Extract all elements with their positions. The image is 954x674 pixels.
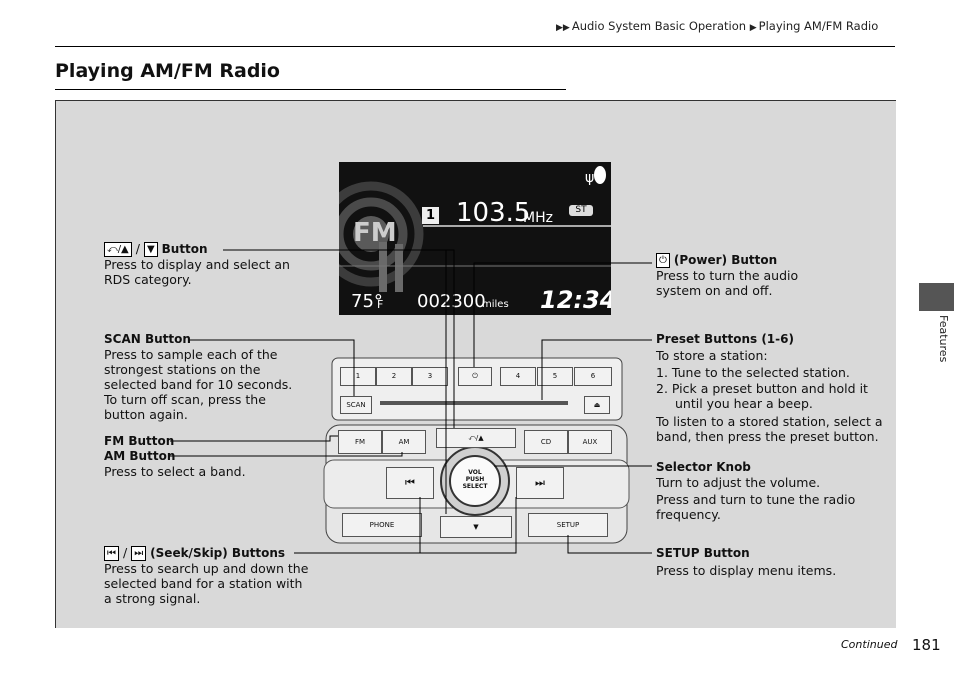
callout-text: To turn off scan, press the (104, 392, 266, 407)
preset-button-3[interactable]: 3 (412, 367, 448, 386)
seek-forward-icon: ⏭ (131, 546, 147, 561)
callout-preset: Preset Buttons (1-6) To store a station:… (656, 332, 883, 444)
callout-text: Press and turn to tune the radio (656, 492, 856, 507)
stereo-indicator: ST (569, 205, 593, 216)
separator: / (135, 241, 140, 256)
temperature: 75° (351, 291, 383, 312)
continued-label: Continued (841, 638, 898, 651)
frequency: 103.5 (456, 198, 531, 228)
clock: 12:34 (540, 286, 611, 314)
callout-text: a strong signal. (104, 591, 201, 606)
callout-text: selected band for a station with (104, 576, 303, 591)
callout-text: Press to display and select an (104, 257, 290, 272)
power-button[interactable]: ⏻ (458, 367, 492, 386)
band-badge: FM (353, 218, 397, 248)
preset-button-1[interactable]: 1 (340, 367, 376, 386)
preset-button-5[interactable]: 5 (537, 367, 573, 386)
preset-button-2[interactable]: 2 (376, 367, 412, 386)
callout-step: until you hear a beep. (675, 396, 813, 411)
callout-text: To store a station: (656, 348, 768, 363)
callout-text: Press to display menu items. (656, 563, 837, 578)
callout-step: 2. Pick a preset button and hold it (656, 381, 868, 396)
section-label: Features (937, 315, 950, 363)
back-up-icon: ⤺/▲ (104, 242, 132, 257)
seek-back-button[interactable]: ⏮ (386, 467, 434, 499)
callout-text: Press to sample each of the (104, 347, 278, 362)
breadcrumb-part2: Playing AM/FM Radio (758, 19, 879, 33)
callout-title: FM Button (104, 434, 175, 448)
callout-seek: ⏮ / ⏭ (Seek/Skip) Buttons Press to searc… (104, 545, 308, 606)
callout-text: Press to select a band. (104, 464, 246, 479)
select-label: SELECT (462, 483, 488, 490)
callout-text: Turn to adjust the volume. (656, 475, 821, 490)
audio-display: ψ FM 1 103.5 MHz ST 75° F 002300 miles 1… (339, 162, 611, 315)
callout-title: Selector Knob (656, 460, 751, 474)
selector-knob[interactable]: VOL PUSH SELECT (462, 469, 488, 490)
callout-title: Preset Buttons (1-6) (656, 332, 794, 346)
callout-step: 1. Tune to the selected station. (656, 365, 850, 380)
arrow-icon: ▶ (749, 23, 757, 33)
callout-text: frequency. (656, 507, 721, 522)
power-icon: ⏻ (656, 253, 670, 268)
seek-forward-button[interactable]: ⏭ (516, 467, 564, 499)
callout-text: RDS category. (104, 272, 192, 287)
callout-title: SCAN Button (104, 332, 191, 346)
callout-title: SETUP Button (656, 546, 750, 560)
callout-text: button again. (104, 407, 188, 422)
callout-title: Button (161, 242, 208, 256)
preset-indicator: 1 (422, 207, 439, 224)
callout-text: Press to turn the audio (656, 268, 799, 283)
svg-text:ψ: ψ (585, 170, 594, 186)
frequency-unit: MHz (523, 210, 553, 226)
setup-button[interactable]: SETUP (528, 513, 608, 537)
callout-text: selected band for 10 seconds. (104, 377, 293, 392)
cd-button[interactable]: CD (524, 430, 568, 454)
phone-button[interactable]: PHONE (342, 513, 422, 537)
fm-button[interactable]: FM (338, 430, 382, 454)
callout-text: system on and off. (656, 283, 773, 298)
temperature-unit: F (377, 298, 384, 311)
callout-text: band, then press the preset button. (656, 429, 879, 444)
section-tab (919, 283, 954, 311)
callout-setup: SETUP Button Press to display menu items… (656, 546, 836, 578)
callout-selector: Selector Knob Turn to adjust the volume.… (656, 460, 855, 522)
callout-title: AM Button (104, 449, 176, 463)
callout-title: (Power) Button (673, 253, 778, 267)
callout-power: ⏻ (Power) Button Press to turn the audio… (656, 252, 798, 298)
callout-text: Press to search up and down the (104, 561, 309, 576)
seek-back-icon: ⏮ (104, 546, 119, 561)
page-number: 181 (912, 636, 941, 654)
separator: / (122, 545, 128, 560)
scan-button[interactable]: SCAN (340, 396, 372, 414)
preset-button-6[interactable]: 6 (574, 367, 612, 386)
callout-fm-am: FM Button AM Button Press to select a ba… (104, 434, 246, 479)
aux-button[interactable]: AUX (568, 430, 612, 454)
breadcrumb-part1: Audio System Basic Operation (571, 19, 747, 33)
arrow-icon: ▶▶ (556, 23, 570, 33)
title-rule (55, 89, 566, 90)
callout-text: To listen to a stored station, select a (656, 414, 883, 429)
callout-rds: ⤺/▲ / ▼ Button Press to display and sele… (104, 241, 290, 287)
callout-title: (Seek/Skip) Buttons (150, 546, 286, 560)
page-title: Playing AM/FM Radio (55, 60, 280, 82)
display-graphics: ψ (339, 166, 611, 292)
preset-button-4[interactable]: 4 (500, 367, 536, 386)
callout-text: strongest stations on the (104, 362, 261, 377)
callout-scan: SCAN Button Press to sample each of the … (104, 332, 292, 422)
breadcrumb: ▶▶Audio System Basic Operation ▶Playing … (556, 19, 878, 33)
back-up-button[interactable]: ⤺/▲ (436, 428, 516, 448)
down-button[interactable]: ▼ (440, 516, 512, 538)
am-button[interactable]: AM (382, 430, 426, 454)
down-icon: ▼ (143, 242, 158, 257)
odometer: 002300 (417, 291, 486, 312)
header-rule (55, 46, 895, 47)
odometer-unit: miles (482, 299, 509, 310)
vol-label: VOL (468, 469, 482, 476)
eject-button[interactable]: ⏏ (584, 396, 610, 414)
push-label: PUSH (465, 476, 485, 483)
